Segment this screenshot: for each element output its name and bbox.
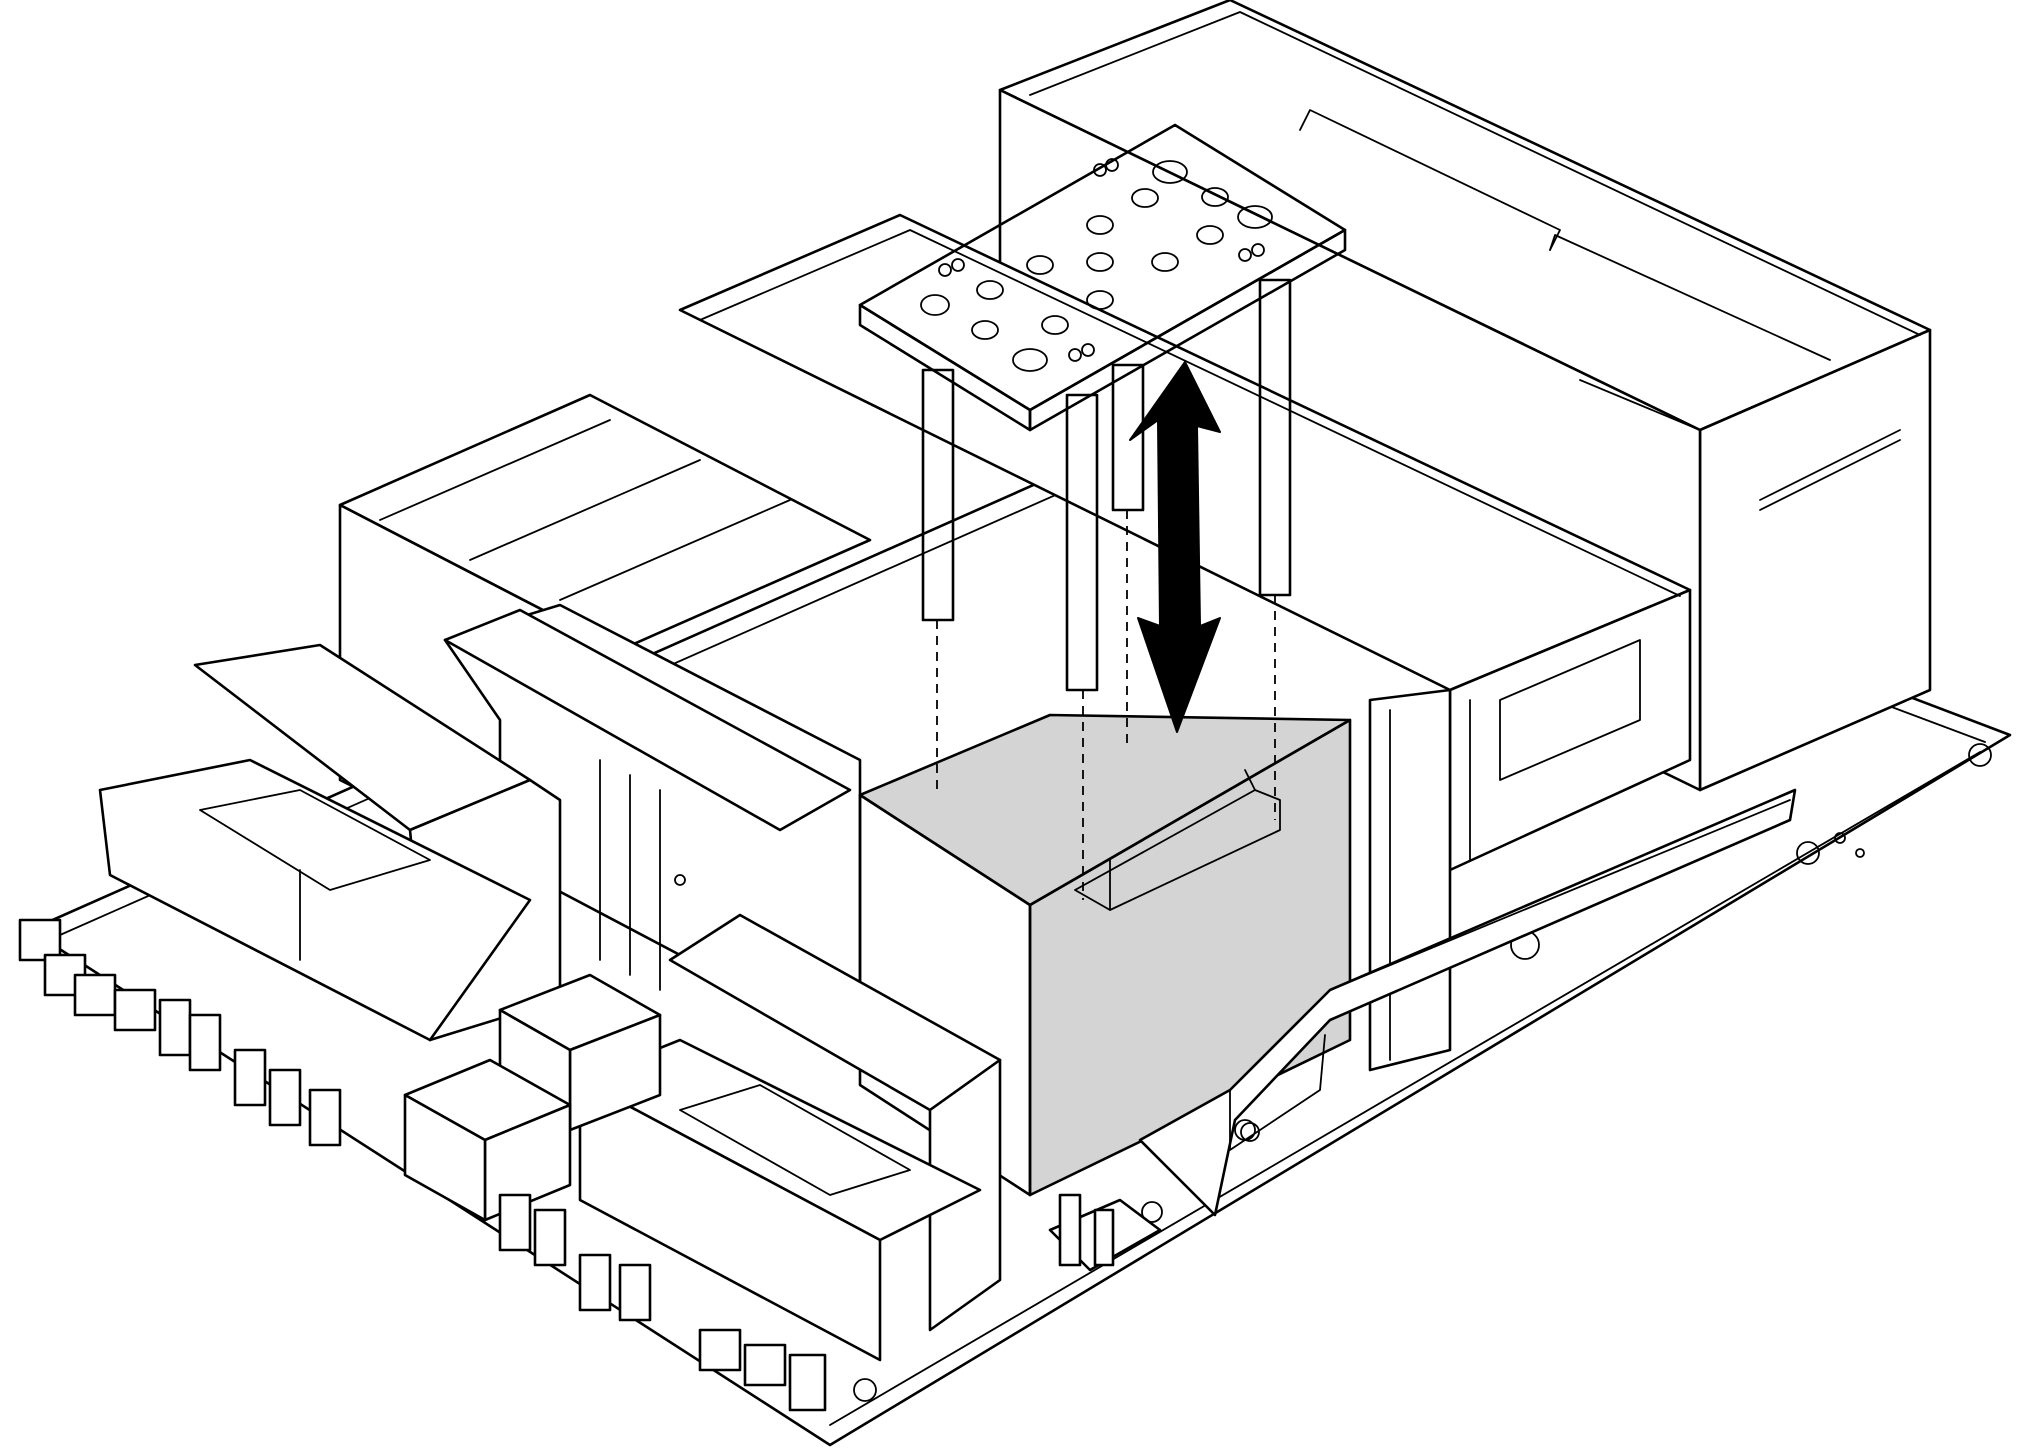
- small-block-lower: [403, 1058, 572, 1222]
- alignment-guides: [936, 510, 1276, 900]
- double-headed-arrow-icon: [1129, 361, 1221, 733]
- center-power-module: [578, 913, 1002, 1362]
- standoff-post: [1048, 1193, 1162, 1272]
- right-bracket: [1138, 788, 1797, 1217]
- left-power-module: [98, 643, 562, 1042]
- front-connectors-left: [18, 918, 342, 1147]
- front-connectors-right: [498, 1193, 827, 1412]
- removal-tool: [858, 123, 1347, 692]
